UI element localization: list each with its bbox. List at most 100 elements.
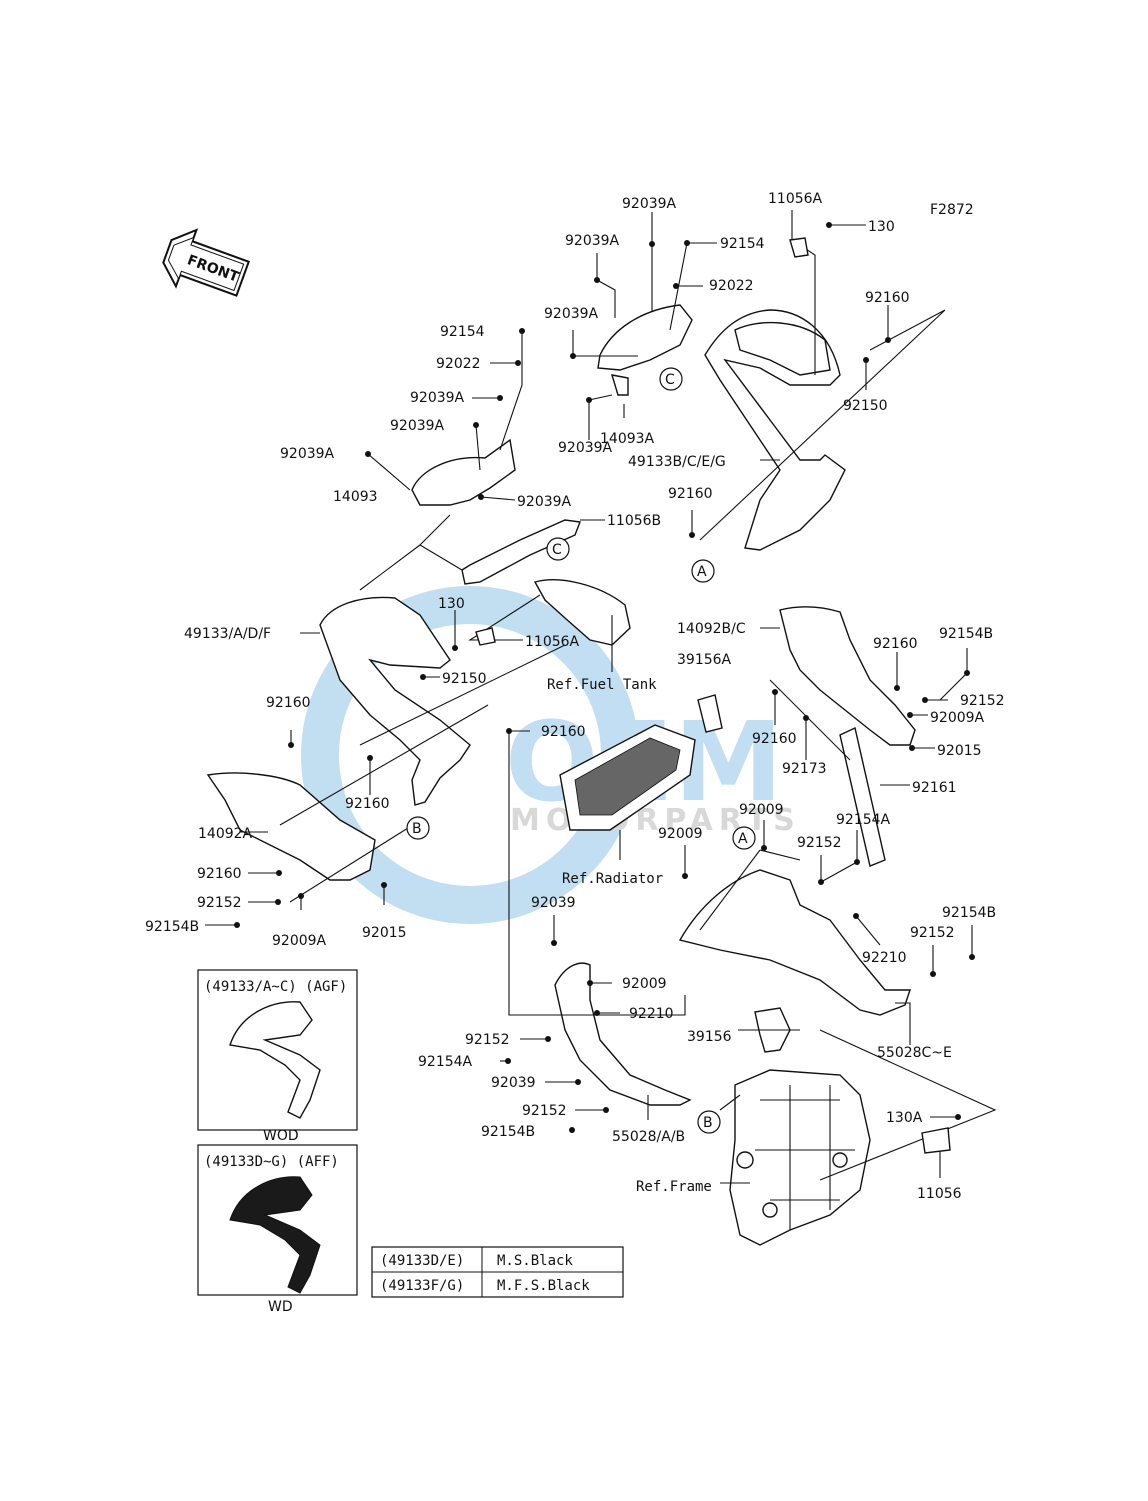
part-label: 92173 xyxy=(782,761,827,777)
pad-39156A xyxy=(697,694,723,733)
svg-text:B: B xyxy=(703,1115,713,1131)
part-label: 39156A xyxy=(677,652,732,668)
part-label: 92009 xyxy=(622,976,667,992)
ref-fuel-tank: Ref.Fuel Tank xyxy=(547,677,657,693)
variant-box-wd: (49133D~G) (AFF) WD xyxy=(197,1144,358,1315)
figure-code: F2872 xyxy=(930,202,974,218)
color-code: (49133F/G) xyxy=(380,1278,464,1294)
svg-text:A: A xyxy=(697,564,707,580)
part-label: 92161 xyxy=(912,780,957,796)
part-label: 92150 xyxy=(442,671,487,687)
part-label: 14093 xyxy=(333,489,378,505)
part-label: 92009 xyxy=(658,826,703,842)
part-label: 39156 xyxy=(687,1029,732,1045)
part-label: 92015 xyxy=(937,743,982,759)
part-labels: 92039A 92039A 92154 92022 92039A 92039A … xyxy=(145,191,1005,1202)
part-label: 92039A xyxy=(544,306,599,322)
part-label: 92154B xyxy=(145,919,199,935)
svg-text:C: C xyxy=(665,372,675,388)
part-label: 92039 xyxy=(531,895,576,911)
bracket-11056B xyxy=(461,519,581,585)
part-label: 92154A xyxy=(836,812,891,828)
part-label: 92152 xyxy=(465,1032,510,1048)
part-label: 11056A xyxy=(525,634,580,650)
color-name: M.S.Black xyxy=(497,1253,573,1269)
callout-C-top: C xyxy=(659,367,683,391)
variant-code: (49133D~G) (AFF) xyxy=(204,1154,339,1170)
part-label: 92152 xyxy=(797,835,842,851)
part-label: 92022 xyxy=(436,356,481,372)
ref-radiator: Ref.Radiator xyxy=(562,871,663,887)
part-label: 92160 xyxy=(345,796,390,812)
part-label: 92039 xyxy=(491,1075,536,1091)
part-label: 92154B xyxy=(939,626,993,642)
part-label: 92160 xyxy=(266,695,311,711)
bracket-11056A-top xyxy=(789,237,809,258)
part-label: 92160 xyxy=(197,866,242,882)
part-label: 92210 xyxy=(629,1006,674,1022)
part-label: 130A xyxy=(886,1110,923,1126)
color-code: (49133D/E) xyxy=(380,1253,464,1269)
part-label: 11056 xyxy=(917,1186,962,1202)
seal-strip-92161 xyxy=(839,726,886,867)
part-label: 14092B/C xyxy=(677,621,746,637)
part-label: 92154B xyxy=(942,905,996,921)
radiator-ref xyxy=(559,724,696,831)
callout-A-mid: A xyxy=(732,826,756,850)
part-label: 92160 xyxy=(865,290,910,306)
inner-panel-14093 xyxy=(411,438,516,506)
part-label: 92160 xyxy=(668,486,713,502)
variant-box-wod: (49133/A~C) (AGF) WOD xyxy=(197,969,358,1144)
part-label: 92039A xyxy=(558,440,613,456)
part-label: 92154B xyxy=(481,1124,535,1140)
svg-text:C: C xyxy=(552,542,562,558)
svg-text:B: B xyxy=(412,821,422,837)
upper-cowl-left xyxy=(319,596,471,806)
side-panel-right xyxy=(779,606,916,746)
front-arrow-icon: FRONT xyxy=(162,228,251,297)
part-label: 92160 xyxy=(541,724,586,740)
part-label: 92154A xyxy=(418,1054,473,1070)
callout-C-mid: C xyxy=(546,537,570,561)
inner-panel-14093A xyxy=(597,304,693,371)
part-label: 11056A xyxy=(768,191,823,207)
lower-cowl-right xyxy=(678,869,911,1016)
part-label: 92039A xyxy=(410,390,465,406)
part-label: 92152 xyxy=(197,895,242,911)
bracket-11056 xyxy=(921,1127,951,1154)
part-label: 92152 xyxy=(910,925,955,941)
part-label: 11056B xyxy=(607,513,661,529)
part-label: 14093A xyxy=(600,431,655,447)
part-label: 92210 xyxy=(862,950,907,966)
color-table: (49133D/E) M.S.Black (49133F/G) M.F.S.Bl… xyxy=(371,1246,624,1298)
part-label: 55028C~E xyxy=(877,1045,952,1061)
callout-A-top: A xyxy=(691,559,715,583)
variant-caption: WD xyxy=(268,1299,293,1315)
part-label: 14092A xyxy=(198,826,253,842)
part-label: 92039A xyxy=(390,418,445,434)
ref-frame: Ref.Frame xyxy=(636,1179,712,1195)
part-label: 49133/A/D/F xyxy=(184,626,271,642)
bracket-11056A-mid xyxy=(475,627,496,646)
part-label: 92009A xyxy=(930,710,985,726)
part-label: 92039A xyxy=(622,196,677,212)
callout-B-left: B xyxy=(406,816,430,840)
side-panel-left xyxy=(206,772,376,881)
color-name: M.F.S.Black xyxy=(497,1278,590,1294)
part-label: 92154 xyxy=(720,236,765,252)
part-label: 130 xyxy=(868,219,895,235)
part-label: 92039A xyxy=(280,446,335,462)
variant-cowl-wd xyxy=(229,1176,321,1294)
part-label: 92039A xyxy=(565,233,620,249)
part-label: 92160 xyxy=(873,636,918,652)
frame-ref xyxy=(729,1069,871,1246)
callout-B-bottom: B xyxy=(697,1110,721,1134)
part-label: 92150 xyxy=(843,398,888,414)
fuel-tank-ref xyxy=(533,579,631,646)
variant-cowl-wod xyxy=(229,1001,321,1119)
variant-caption: WOD xyxy=(263,1128,299,1144)
part-label: 130 xyxy=(438,596,465,612)
part-label: 92160 xyxy=(752,731,797,747)
